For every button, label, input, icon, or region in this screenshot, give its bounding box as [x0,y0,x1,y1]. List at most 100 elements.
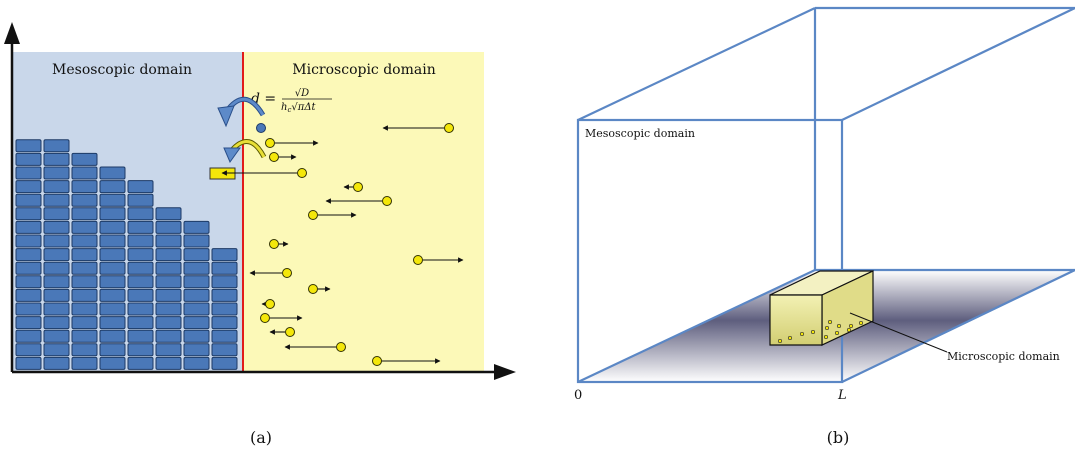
compartment-box [183,316,210,330]
compartment-box [155,207,182,221]
panel-b: Mesoscopic domain Microscopic domain 0 L… [574,6,1075,447]
compartment-box [15,220,42,234]
compartment-box [15,343,42,357]
compartment-box [99,316,126,330]
compartment-box [99,329,126,343]
panel-b-caption: (b) [827,428,850,447]
transfer-formula: d = √D hc√πΔt [251,88,332,114]
particle [382,196,392,206]
compartment-box [155,275,182,289]
compartment-box [183,329,210,343]
compartment-box [43,234,70,248]
compartment-box [127,193,154,207]
particle [269,152,279,162]
micro-particle [846,327,852,333]
micro-box-particles [777,319,864,344]
compartment-box [71,275,98,289]
compartment-box [99,275,126,289]
compartment-box [71,329,98,343]
compartment-box [71,261,98,275]
compartment-box [155,220,182,234]
b-micro-domain-label: Microscopic domain [947,350,1060,363]
compartment-box [71,234,98,248]
compartment-box [127,356,154,370]
compartment-box [15,193,42,207]
compartment-box [43,166,70,180]
compartment-box [127,207,154,221]
compartment-box [15,139,42,153]
particle [308,210,318,220]
compartment-box [15,234,42,248]
micro-particle [823,334,829,340]
micro-to-meso-arrow-inner [230,140,266,158]
compartment-box [183,234,210,248]
micro-particle [799,331,805,337]
particle [297,168,307,178]
compartment-box [99,220,126,234]
compartment-box [155,302,182,316]
compartment-box [43,139,70,153]
microscopic-subdomain-box [769,270,874,346]
formula-numerator: √D [295,88,309,99]
compartment-box [183,288,210,302]
formula-denominator: hc√πΔt [281,102,317,114]
compartment-box [15,275,42,289]
compartment-box [99,248,126,262]
particle [260,313,270,323]
compartment-box [43,356,70,370]
micro-particle [787,335,793,341]
particle [269,239,279,249]
microscopic-particles [221,123,464,366]
compartment-box [127,234,154,248]
micro-particle [824,325,830,331]
compartment-box [99,180,126,194]
compartment-box [155,343,182,357]
formula-lhs: d = [251,91,276,107]
compartment-box [71,343,98,357]
compartment-box [211,356,238,370]
compartment-box [211,316,238,330]
compartment-box [127,316,154,330]
compartment-box [71,180,98,194]
compartment-box [127,248,154,262]
particle [353,182,363,192]
particle [372,356,382,366]
compartment-box [127,343,154,357]
b-meso-domain-label: Mesoscopic domain [585,127,695,140]
panel-a-caption: (a) [250,428,272,447]
compartment-box [155,234,182,248]
compartment-box [99,193,126,207]
compartment-box [127,261,154,275]
compartment-box [155,316,182,330]
compartment-box [71,302,98,316]
compartment-box [211,343,238,357]
compartment-box [43,193,70,207]
micro-particle [836,323,842,329]
compartment-box [211,275,238,289]
compartment-box [99,288,126,302]
compartment-box [211,261,238,275]
compartment-box [183,261,210,275]
particle [282,268,292,278]
compartment-box [211,288,238,302]
compartment-box [183,220,210,234]
compartment-box [43,261,70,275]
compartment-box [183,275,210,289]
compartment-box [183,356,210,370]
compartment-box [211,248,238,262]
compartment-box [155,329,182,343]
compartment-box [211,302,238,316]
compartment-box [127,275,154,289]
panel-a: Mesoscopic domain Microscopic domain d =… [4,22,516,447]
particle [265,138,275,148]
particle [265,299,275,309]
compartment-box [127,302,154,316]
compartment-box [43,302,70,316]
compartment-box [15,180,42,194]
compartment-box [15,248,42,262]
compartment-box [99,166,126,180]
compartment-box [43,248,70,262]
compartment-box [15,261,42,275]
compartment-box [15,207,42,221]
micro-particle [848,323,854,329]
